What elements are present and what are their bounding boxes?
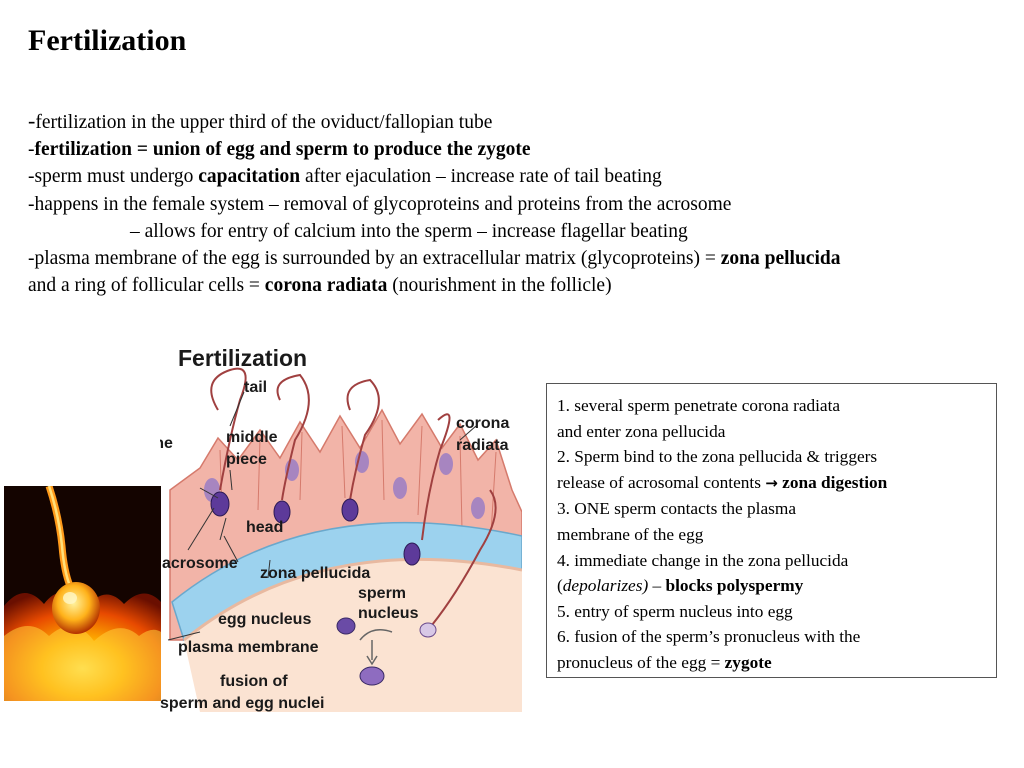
label-sperm-and-egg-nuclei: sperm and egg nuclei (160, 695, 324, 712)
label-membrane: membrane (160, 435, 173, 452)
label-sperm-nucleus: nucleus (358, 605, 419, 622)
diagram-title: Fertilization (178, 345, 307, 371)
step-6-text: pronucleus of the egg = (557, 652, 725, 672)
bullet-3: -sperm must undergo capacitation after e… (28, 166, 662, 188)
step-2-line-1: 2. Sperm bind to the zona pellucida & tr… (557, 447, 878, 467)
bullet-1-text: fertilization in the upper third of the … (35, 112, 493, 133)
label-zona-pellucida: zona pellucida (260, 565, 370, 582)
depolarizes-term: depolarizes) (562, 576, 649, 596)
bullet-5-text: – allows for entry of calcium into the s… (130, 220, 688, 242)
blocks-polyspermy-term: blocks polyspermy (665, 576, 804, 596)
bullet-7-text: and a ring of follicular cells = (28, 275, 265, 297)
bullet-7-text-end: (nourishment in the follicle) (387, 275, 612, 297)
label-egg-nucleus: egg nucleus (218, 611, 311, 628)
egg-cytoplasm (184, 559, 522, 712)
label-sperm: sperm (358, 585, 406, 602)
label-corona: corona (456, 415, 509, 432)
page-title: Fertilization (28, 24, 187, 57)
bullet-2: -fertilization = union of egg and sperm … (28, 139, 531, 161)
zona-pellucida-term: zona pellucida (720, 248, 841, 270)
step-5: 5. entry of sperm nucleus into egg (557, 601, 793, 621)
zygote-term: zygote (724, 652, 772, 672)
bullet-6: -plasma membrane of the egg is surrounde… (28, 248, 841, 270)
label-middle: middle (226, 429, 278, 446)
bullet-3-text: sperm must undergo (34, 166, 199, 188)
corona-radiata-term: corona radiata (264, 275, 388, 297)
fertilization-diagram: Fertilization tail plasma membrane middl… (160, 340, 522, 712)
bullet-4-text: happens in the female system – removal o… (34, 193, 732, 215)
step-3-line-1: 3. ONE sperm contacts the plasma (557, 499, 796, 519)
step-4-dash: – (648, 576, 666, 596)
step-4-paren: ( (557, 576, 563, 596)
steps-box: 1. several sperm penetrate corona radiat… (546, 383, 997, 678)
zona-digestion-term: zona digestion (782, 472, 888, 492)
sperm-egg-micrograph (4, 486, 161, 701)
step-6-line-1: 6. fusion of the sperm’s pronucleus with… (557, 627, 861, 647)
step-4-line-2: (depolarizes) – blocks polyspermy (557, 573, 996, 599)
label-piece: piece (226, 451, 267, 468)
label-acrosome: acrosome (162, 555, 238, 572)
label-fusion-of: fusion of (220, 673, 288, 690)
bullet-6-text: plasma membrane of the egg is surrounded… (34, 248, 721, 270)
bullet-3-text-end: after ejaculation – increase rate of tai… (300, 166, 662, 188)
label-head: head (246, 519, 283, 536)
bullet-1: -fertilization in the upper third of the… (28, 108, 493, 133)
step-1-line-1: 1. several sperm penetrate corona radiat… (557, 396, 841, 415)
step-6-line-2: pronucleus of the egg = zygote (557, 650, 996, 676)
capacitation-term: capacitation (198, 166, 301, 188)
step-4-line-1: 4. immediate change in the zona pellucid… (557, 550, 849, 570)
label-tail: tail (244, 379, 267, 396)
label-plasma-membrane: plasma membrane (178, 639, 319, 656)
bullet-7: and a ring of follicular cells = corona … (28, 272, 1003, 299)
bullet-4-continuation: – allows for entry of calcium into the s… (28, 218, 1003, 245)
step-2-text: release of acrosomal contents (557, 472, 766, 492)
bullet-4: -happens in the female system – removal … (28, 193, 732, 215)
bullet-list: -fertilization in the upper third of the… (28, 107, 1003, 299)
sperm-heads (210, 491, 437, 638)
step-2-line-2: release of acrosomal contents → zona dig… (557, 470, 996, 497)
step-3-line-2: membrane of the egg (557, 524, 704, 544)
bullet-2-text: fertilization = union of egg and sperm t… (34, 139, 531, 161)
label-radiata: radiata (456, 437, 509, 454)
right-arrow-icon: → (765, 473, 778, 492)
step-1-line-2: and enter zona pellucida (557, 421, 726, 441)
